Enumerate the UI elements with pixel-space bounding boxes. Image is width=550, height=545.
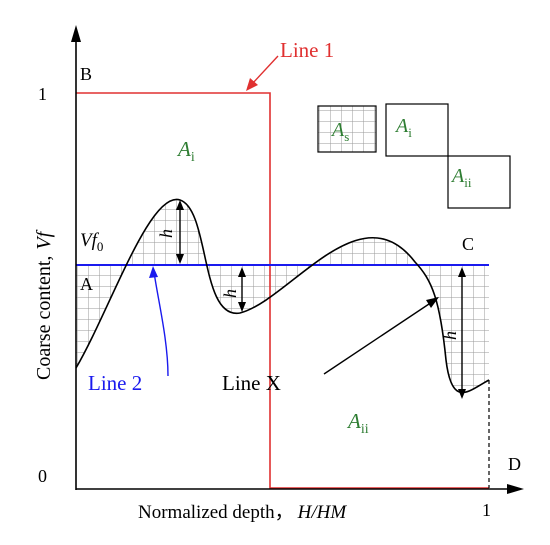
x-tick-1: 1 — [482, 500, 491, 520]
label-line-1: Line 1 — [280, 38, 334, 62]
label-area-aii-main: A — [346, 409, 361, 433]
x-axis-arrow — [507, 484, 524, 494]
label-area-aii-sub: ii — [361, 422, 369, 437]
h-arrow-2 — [238, 267, 246, 312]
label-h-2: h — [220, 289, 240, 298]
y-axis-title: Coarse content, Vf — [33, 229, 55, 380]
hatched-region-below — [76, 265, 489, 393]
label-vf0-sub: 0 — [97, 239, 104, 254]
label-h-3: h — [440, 331, 460, 340]
y-axis-arrow — [71, 25, 81, 42]
legend-ai-box — [385, 103, 449, 157]
label-vf0: Vf0 — [80, 230, 103, 254]
label-vf0-main: Vf — [80, 230, 100, 251]
y-tick-0: 0 — [38, 466, 47, 486]
label-area-ai-main: A — [176, 137, 191, 161]
legend-ai-main: A — [394, 115, 409, 137]
h-arrow-1 — [176, 200, 184, 264]
y-axis-title-var: Vf — [33, 229, 55, 249]
legend-as-sub: s — [344, 129, 349, 144]
legend-ai-sub: i — [408, 125, 412, 140]
label-a: A — [80, 274, 93, 294]
x-axis-title: Normalized depth，H/HM — [138, 502, 347, 523]
legend-as-box — [317, 105, 377, 153]
line-1-pointer — [246, 55, 279, 91]
x-axis-title-var: H/HM — [297, 502, 348, 523]
label-line-x: Line X — [222, 371, 281, 395]
label-line-2: Line 2 — [88, 371, 142, 395]
y-tick-1: 1 — [38, 84, 47, 104]
line-1 — [76, 92, 489, 489]
label-c: C — [462, 234, 474, 254]
hatched-region-above — [76, 199, 489, 265]
label-area-ai: Ai — [176, 137, 195, 165]
label-area-aii: Aii — [346, 409, 369, 437]
legend-ai-label: Ai — [394, 115, 412, 140]
line-x-curve — [75, 198, 490, 394]
legend-aii-box — [447, 155, 511, 209]
label-area-ai-sub: i — [191, 150, 195, 165]
legend-as-label: As — [330, 119, 349, 144]
legend-aii-sub: ii — [464, 175, 472, 190]
legend-as-main: A — [330, 119, 345, 141]
label-d: D — [508, 454, 521, 474]
legend-aii-label: Aii — [450, 165, 472, 190]
y-axis-title-text: Coarse content, — [33, 256, 55, 380]
legend-aii-main: A — [450, 165, 465, 187]
x-axis-title-text: Normalized depth， — [138, 502, 294, 523]
label-b: B — [80, 64, 92, 84]
h-arrow-3 — [458, 267, 466, 399]
label-h-1: h — [156, 229, 176, 238]
line-x-pointer — [323, 297, 439, 375]
line-2-pointer — [149, 266, 169, 377]
